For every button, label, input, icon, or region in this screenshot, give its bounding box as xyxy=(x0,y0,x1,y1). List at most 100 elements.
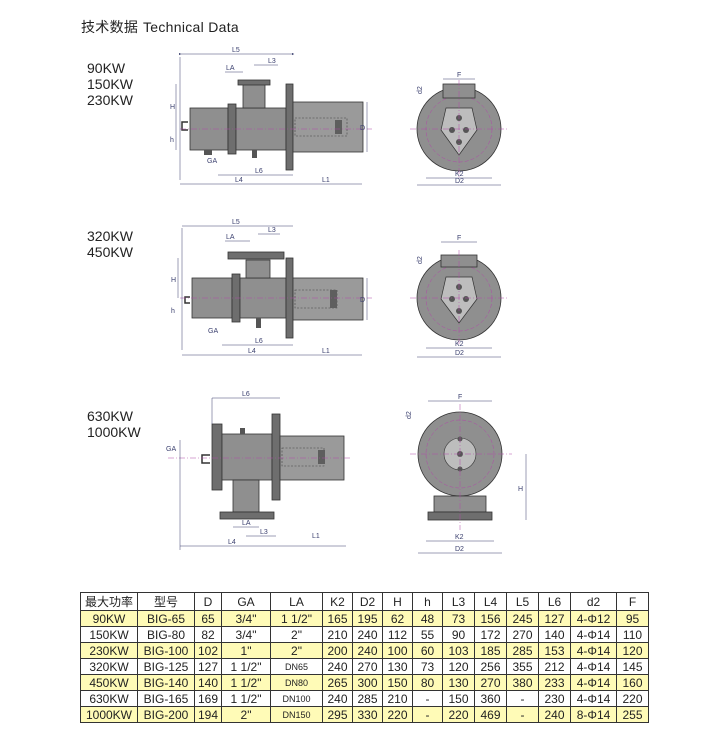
table-cell: 73 xyxy=(442,610,475,627)
table-cell: 4-Φ14 xyxy=(570,642,617,659)
table-cell: 80 xyxy=(412,674,443,691)
dim-label-L1: L1 xyxy=(322,348,330,355)
table-header-cell: H xyxy=(382,592,413,611)
rating-label: 230KW xyxy=(87,92,133,108)
table-cell: 240 xyxy=(322,658,353,675)
dim-label-L6: L6 xyxy=(255,338,263,345)
table-cell: 4-Φ12 xyxy=(570,610,617,627)
table-cell: 90KW xyxy=(80,610,138,627)
table-cell: 295 xyxy=(322,706,353,723)
table-cell: 153 xyxy=(538,642,571,659)
dim-label-L6: L6 xyxy=(255,168,263,175)
dim-label-d2: d2 xyxy=(406,411,413,419)
table-cell: 140 xyxy=(194,674,222,691)
table-cell: 1 1/2" xyxy=(270,610,323,627)
table-cell: 320KW xyxy=(80,658,138,675)
dim-label-GA: GA xyxy=(208,328,218,335)
table-cell: 469 xyxy=(474,706,507,723)
table-header-cell: F xyxy=(616,592,649,611)
table-cell: 1 1/2" xyxy=(221,690,271,707)
table-header-cell: L4 xyxy=(474,592,507,611)
page-title-cn: 技术数据 xyxy=(81,20,139,36)
table-cell: DN80 xyxy=(270,674,323,691)
table-cell: 256 xyxy=(474,658,507,675)
table-header-cell: GA xyxy=(221,592,271,611)
table-cell: 102 xyxy=(194,642,222,659)
dim-label-L5: L5 xyxy=(232,47,240,54)
table-cell: 4-Φ14 xyxy=(570,690,617,707)
dim-label-L3: L3 xyxy=(268,227,276,234)
table-cell: 3/4" xyxy=(221,626,271,643)
table-header-cell: L6 xyxy=(538,592,571,611)
dim-label-K2: K2 xyxy=(455,534,464,541)
dim-label-L1: L1 xyxy=(322,177,330,184)
table-cell: DN150 xyxy=(270,706,323,723)
table-cell: 1 1/2" xyxy=(221,658,271,675)
table-cell: 240 xyxy=(322,690,353,707)
table-cell: 4-Φ14 xyxy=(570,626,617,643)
table-cell: 355 xyxy=(506,658,539,675)
dim-label-F: F xyxy=(457,235,461,242)
table-cell: 240 xyxy=(352,626,383,643)
table-cell: 285 xyxy=(352,690,383,707)
table-cell: 65 xyxy=(194,610,222,627)
table-cell: 230 xyxy=(538,690,571,707)
table-cell: 4-Φ14 xyxy=(570,658,617,675)
table-cell: 82 xyxy=(194,626,222,643)
table-cell: 165 xyxy=(322,610,353,627)
dim-label-K2: K2 xyxy=(455,341,464,348)
table-cell: DN100 xyxy=(270,690,323,707)
dim-label-K2: K2 xyxy=(455,171,464,178)
dim-label-L3: L3 xyxy=(268,58,276,65)
table-cell: 195 xyxy=(352,610,383,627)
table-header-cell: D2 xyxy=(352,592,383,611)
table-cell: 210 xyxy=(322,626,353,643)
table-cell: 220 xyxy=(442,706,475,723)
front-view-1: F d2 K2 D2 xyxy=(410,72,508,186)
table-cell: BIG-140 xyxy=(137,674,195,691)
table-cell: 150KW xyxy=(80,626,138,643)
table-cell: 160 xyxy=(616,674,649,691)
table-cell: 150 xyxy=(382,674,413,691)
dim-label-GA: GA xyxy=(207,158,217,165)
table-cell: 360 xyxy=(474,690,507,707)
front-view-3: F d2 H K2 D2 xyxy=(406,394,527,554)
table-header-cell: 最大功率 xyxy=(80,592,138,611)
table-cell: 48 xyxy=(412,610,443,627)
table-cell: 270 xyxy=(506,626,539,643)
table-cell: 4-Φ14 xyxy=(570,674,617,691)
dim-label-D: D xyxy=(360,125,365,132)
dim-label-LA: LA xyxy=(226,234,235,241)
table-cell: 2" xyxy=(270,626,323,643)
table-cell: 73 xyxy=(412,658,443,675)
dim-label-H: H xyxy=(170,104,175,111)
dim-label-D: D xyxy=(360,297,365,304)
table-header-cell: L5 xyxy=(506,592,539,611)
table-cell: - xyxy=(412,690,443,707)
table-cell: 200 xyxy=(322,642,353,659)
table-cell: 265 xyxy=(322,674,353,691)
table-header-cell: D xyxy=(194,592,222,611)
table-cell: 156 xyxy=(474,610,507,627)
dim-label-GA: GA xyxy=(166,446,176,453)
table-cell: 2" xyxy=(270,642,323,659)
table-cell: 270 xyxy=(474,674,507,691)
table-cell: 120 xyxy=(442,658,475,675)
table-cell: BIG-100 xyxy=(137,642,195,659)
table-cell: 60 xyxy=(412,642,443,659)
rating-label: 150KW xyxy=(87,76,133,92)
table-cell: 285 xyxy=(506,642,539,659)
table-cell: 233 xyxy=(538,674,571,691)
table-cell: 145 xyxy=(616,658,649,675)
table-cell: 130 xyxy=(442,674,475,691)
table-cell: 220 xyxy=(616,690,649,707)
dim-label-F: F xyxy=(458,394,462,401)
ratings-group-2: 320KW 450KW xyxy=(87,228,133,260)
side-view-3: L6 GA LA L3 L4 L1 xyxy=(166,391,352,550)
table-cell: 1000KW xyxy=(80,706,138,723)
table-cell: BIG-200 xyxy=(137,706,195,723)
dim-label-L4: L4 xyxy=(235,177,243,184)
